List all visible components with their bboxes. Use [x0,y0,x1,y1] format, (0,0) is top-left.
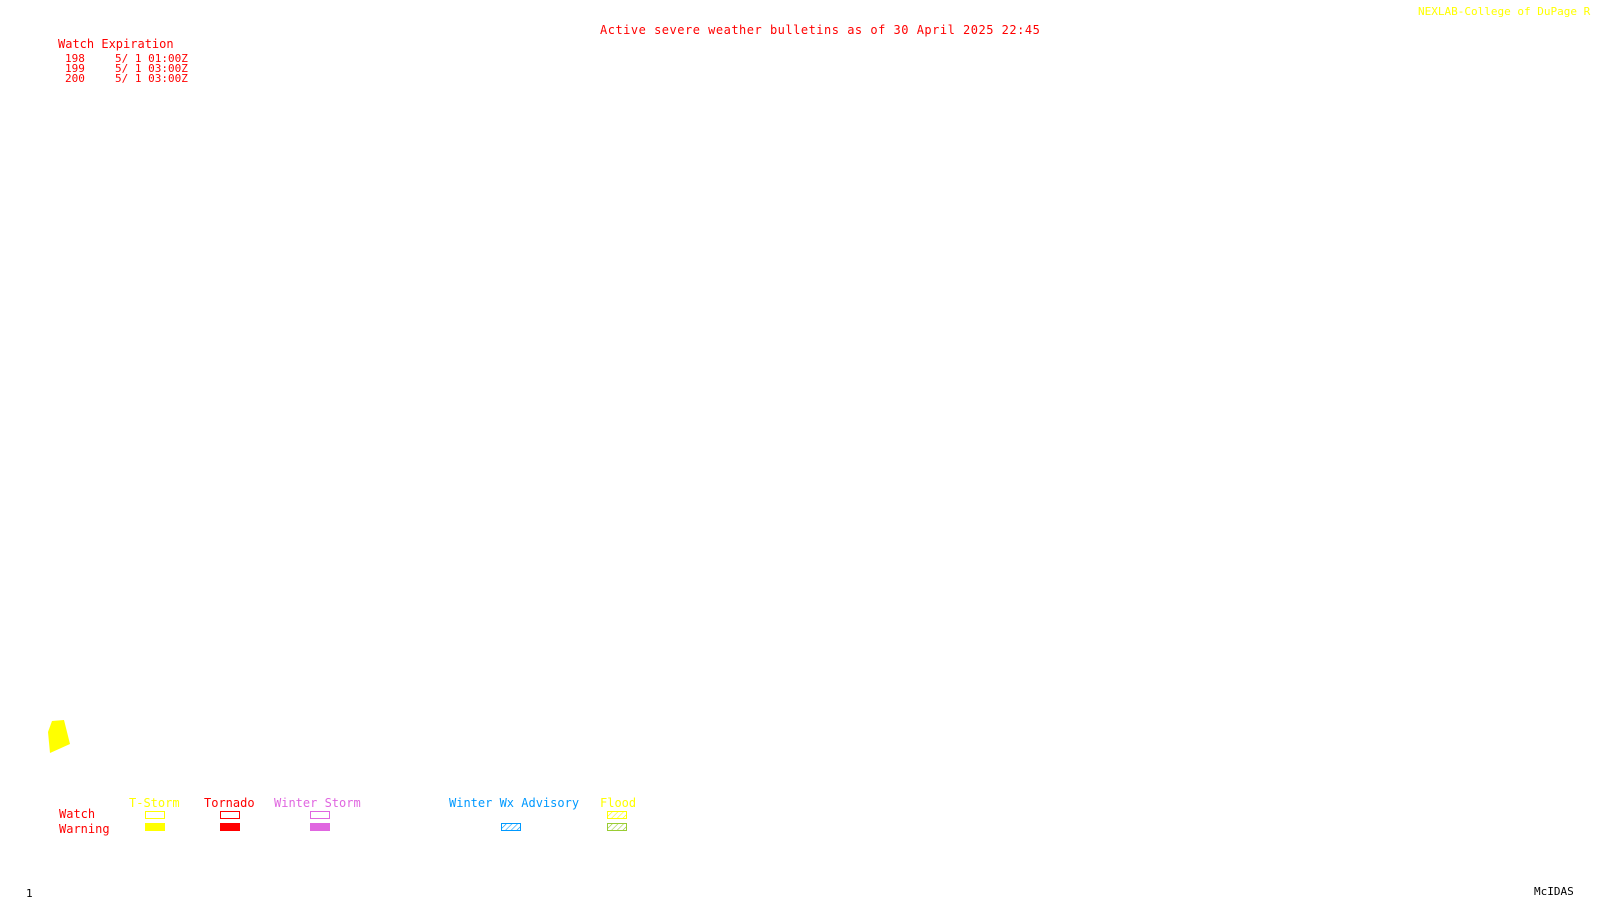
watch-number: 200 [65,72,85,85]
credit-label: NEXLAB-College of DuPage R [1418,5,1591,18]
watch-row: 200 5/ 1 03:00Z [58,72,188,85]
winter-storm-watch-swatch [310,811,330,819]
legend-flood-label: Flood [600,796,637,810]
watch-row: 199 5/ 1 03:00Z [58,62,188,75]
watch-number: 199 [65,62,85,75]
tornado-warning-swatch [220,823,240,831]
tstorm-warning-swatch [145,823,165,831]
flood-watch-swatch [607,811,627,819]
tornado-watch-swatch [220,811,240,819]
flood-warning-swatch [607,823,627,831]
legend-tstorm-label: T-Storm [129,796,180,810]
software-label: McIDAS [1534,885,1574,898]
watch-expiration: 5/ 1 03:00Z [115,62,188,75]
watch-number: 198 [65,52,85,65]
legend-winter-storm-label: Winter Storm [274,796,361,810]
warning-polygon [48,720,70,753]
legend-tornado-label: Tornado [204,796,255,810]
tstorm-watch-swatch [145,811,165,819]
legend-watch-row-label: Watch [59,807,96,821]
watch-expiration: 5/ 1 03:00Z [115,72,188,85]
warning-area-shape [48,720,70,753]
watch-expiration: 5/ 1 01:00Z [115,52,188,65]
legend-winter-wx-advisory-label: Winter Wx Advisory [449,796,580,810]
winter-storm-warning-swatch [310,823,330,831]
map-title: Active severe weather bulletins as of 30… [600,23,1041,37]
legend-warning-row-label: Warning [59,822,110,836]
winter-wx-advisory-swatch [501,823,521,831]
frame-number: 1 [26,887,33,900]
watch-expiration-table: Watch Expiration 198 5/ 1 01:00Z 199 5/ 1 … [58,38,188,84]
watch-row: 198 5/ 1 01:00Z [58,52,188,65]
watch-table-header: Watch Expiration [58,37,174,51]
